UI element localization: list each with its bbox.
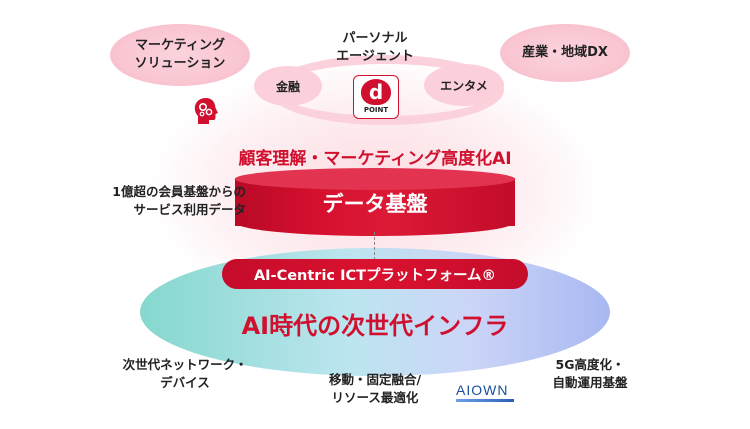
platform-label: AI-Centric ICTプラットフォーム®: [253, 267, 497, 284]
aiown-logo-text: AIOWN: [456, 382, 509, 398]
fixed-mobile-convergence-label: 移動・固定融合/ リソース最適化: [328, 372, 422, 405]
connector-line: [374, 232, 375, 260]
member-data-note: 1億超の会員基盤からの サービス利用データ: [112, 184, 246, 217]
aiown-logo-bar: [456, 399, 514, 402]
headline-customer-ai: 顧客理解・マーケティング高度化AI: [238, 149, 512, 169]
dpoint-label: POINT: [363, 106, 389, 114]
infra-main-label: AI時代の次世代インフラ: [241, 312, 509, 340]
dpoint-letter: d: [368, 80, 384, 104]
bubble-finance: 金融: [254, 66, 322, 106]
bubble-personal-agent: パーソナル エージェント: [336, 31, 414, 64]
bubble-industry-dx: 産業・地域DX: [500, 24, 630, 82]
fiveg-advance-label: 5G高度化・ 自動運用基盤: [552, 357, 628, 390]
dpoint-logo: d POINT: [353, 75, 399, 119]
bubble-entertainment: エンタメ: [424, 64, 504, 106]
ai-head-gear-icon: [194, 98, 218, 124]
cylinder-label: データ基盤: [322, 192, 428, 216]
bubble-marketing-solution: マーケティング ソリューション: [110, 24, 250, 86]
cylinder-bottom: [235, 208, 515, 236]
aiown-logo: AIOWN: [456, 382, 516, 406]
next-gen-network-label: 次世代ネットワーク・ デバイス: [122, 357, 248, 390]
platform-pill: AI-Centric ICTプラットフォーム®: [222, 259, 528, 289]
dpoint-badge: d: [361, 79, 391, 105]
cylinder-top: [235, 168, 515, 190]
data-cylinder: データ基盤: [235, 168, 515, 238]
